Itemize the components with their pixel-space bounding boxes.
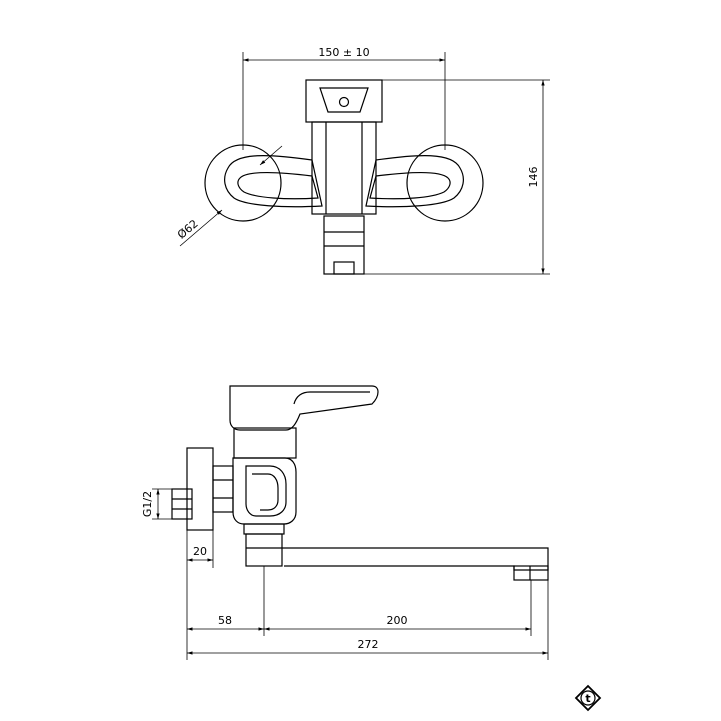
side-body <box>232 457 297 525</box>
eccentric-connector <box>171 488 193 520</box>
side-dimensions <box>152 488 549 660</box>
right-arm <box>365 155 464 208</box>
mixer-body <box>311 121 377 215</box>
dim-width-label: 150 ± 10 <box>318 46 369 59</box>
dim-depth-label: 20 <box>193 545 207 558</box>
spout-collar <box>245 533 283 567</box>
dim-height-label: 146 <box>527 167 540 188</box>
spout <box>282 547 549 571</box>
top-view <box>204 79 484 275</box>
connector-nut <box>212 465 234 513</box>
left-arm <box>224 155 323 208</box>
side-view <box>171 385 549 581</box>
dim-diameter-label: Ø62 <box>175 217 201 242</box>
top-dimensions <box>179 52 550 275</box>
svg-text:t: t <box>585 692 590 705</box>
spout-outlet <box>323 215 365 275</box>
handle-top <box>305 79 383 123</box>
right-flange <box>406 144 484 222</box>
dim-total-label: 272 <box>358 638 379 651</box>
side-handle <box>229 385 379 431</box>
dim-thread-label: G1/2 <box>141 491 154 517</box>
brand-logo-icon: t <box>574 684 602 712</box>
dim-b-label: 200 <box>387 614 408 627</box>
indicator-dot <box>338 96 350 108</box>
dim-a-label: 58 <box>218 614 232 627</box>
aerator <box>513 565 549 581</box>
